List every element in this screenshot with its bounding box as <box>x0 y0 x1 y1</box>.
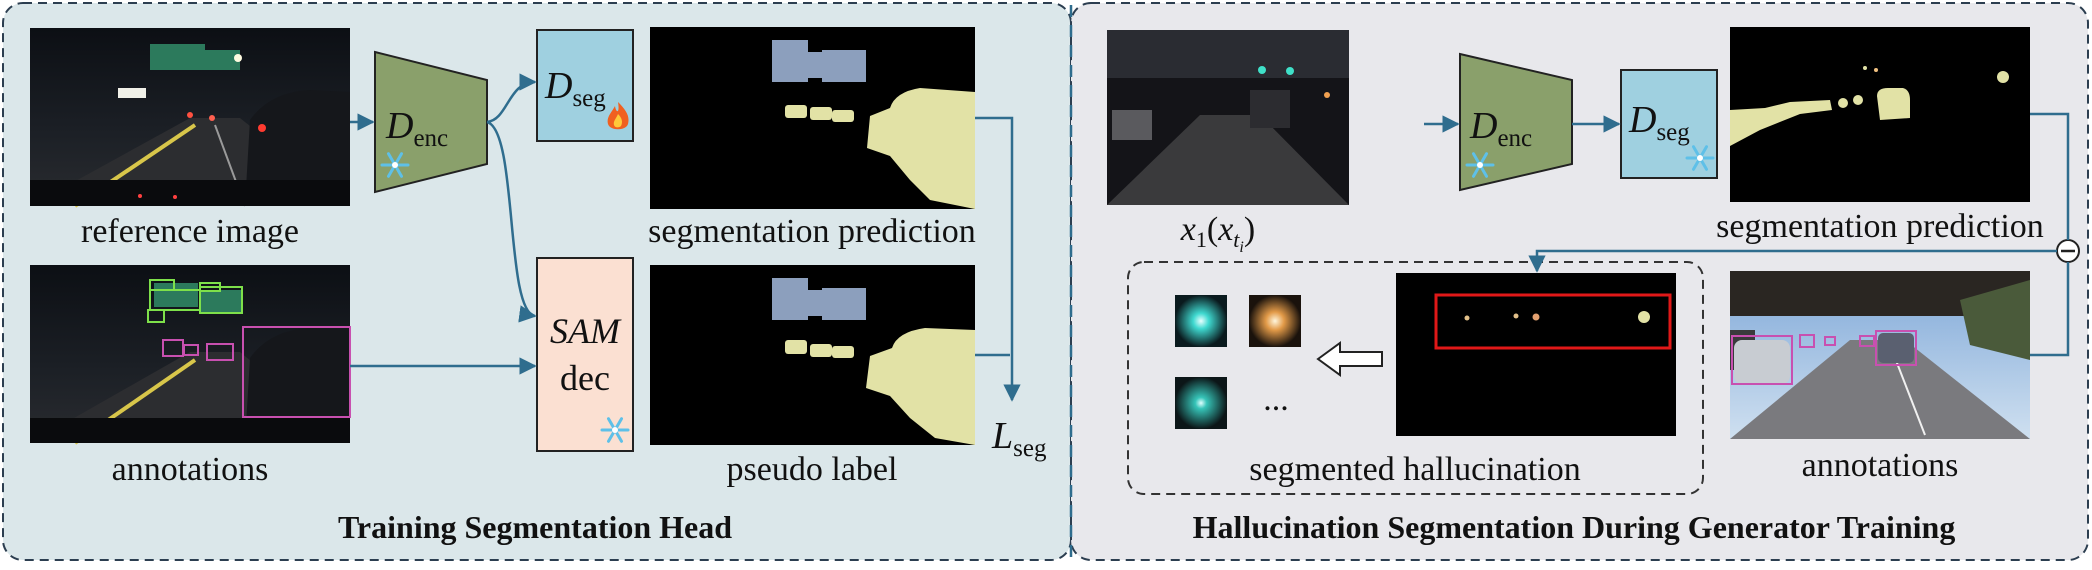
right-panel-title: Hallucination Segmentation During Genera… <box>1193 509 1956 545</box>
segmentation-prediction-image-right <box>1730 27 2030 202</box>
hallucination-patch-orange <box>1249 295 1301 347</box>
annotations-image <box>30 265 351 445</box>
segmented-hallucination-image <box>1396 273 1676 436</box>
segmentation-prediction-caption-left: segmentation prediction <box>648 213 976 250</box>
input-frame-image <box>1107 30 1349 205</box>
hallucination-highlight-box <box>1434 293 1672 350</box>
bbox-car-right-2 <box>1799 334 1815 348</box>
sam-decoder-block <box>536 257 634 452</box>
bbox-car-3 <box>206 343 234 361</box>
arrow-encoder-to-seg-decoder <box>486 73 537 124</box>
arrow-seg-prediction-to-loss <box>975 116 1021 402</box>
encoder-block-right <box>1459 52 1573 192</box>
minus-symbol-text: ⊖ <box>2068 250 2069 252</box>
annotations-image-right <box>1730 271 2030 439</box>
seg-decoder-label-left: Dseg <box>544 65 606 112</box>
bbox-car-right-5 <box>1824 336 1836 346</box>
reference-image <box>30 28 350 208</box>
sam-decoder-label-line2: dec <box>560 358 610 398</box>
segmented-hallucination-caption: segmented hallucination <box>1249 451 1580 488</box>
bbox-car-right-3 <box>1875 330 1917 366</box>
annotations-caption-right: annotations <box>1802 447 1959 484</box>
snowflake-icon <box>1685 145 1715 171</box>
arrow-annotations-to-difference <box>2030 262 2070 357</box>
bbox-car-right-1 <box>1731 335 1793 385</box>
bbox-car-2 <box>183 344 199 356</box>
flame-icon <box>607 102 629 130</box>
hallucination-patch-cyan-small <box>1175 377 1227 429</box>
ellipsis-text: ... <box>1263 381 1289 418</box>
hallucination-patch-cyan <box>1175 295 1227 347</box>
arrow-encoder-to-sam-decoder <box>486 120 537 323</box>
hallucination-container <box>1127 261 1704 495</box>
seg-decoder-label-right: Dseg <box>1628 99 1690 146</box>
bbox-sign-5 <box>147 309 165 323</box>
arrow-difference-to-hallucination <box>1528 249 2057 273</box>
encoder-label-right: Denc <box>1469 105 1532 152</box>
hollow-left-arrow-icon <box>1316 341 1383 377</box>
bbox-sign-4 <box>199 282 221 292</box>
snowflake-icon <box>600 417 630 443</box>
input-frame-label: x1(xti) <box>1180 211 1255 256</box>
bbox-car-4 <box>242 326 351 418</box>
reference-image-caption: reference image <box>81 213 299 250</box>
segmentation-prediction-caption-right: segmentation prediction <box>1716 208 2044 245</box>
encoder-label-left: Denc <box>385 105 448 152</box>
pseudo-label-caption: pseudo label <box>727 451 898 488</box>
pseudo-label-image <box>650 265 975 445</box>
snowflake-icon <box>1465 152 1495 178</box>
snowflake-icon <box>380 152 410 178</box>
arrow-prediction-to-difference <box>2030 112 2070 240</box>
sam-decoder-label-line1: SAM <box>550 311 622 351</box>
left-panel-title: Training Segmentation Head <box>338 509 732 545</box>
encoder-block-left <box>374 50 488 194</box>
annotations-caption-left: annotations <box>112 451 269 488</box>
segmentation-prediction-image-left <box>650 27 975 209</box>
right-panel-arrows <box>1424 112 2070 357</box>
loss-label: Lseg <box>991 415 1047 462</box>
bbox-car-right-4 <box>1859 335 1875 347</box>
left-panel-arrows <box>350 73 1021 402</box>
